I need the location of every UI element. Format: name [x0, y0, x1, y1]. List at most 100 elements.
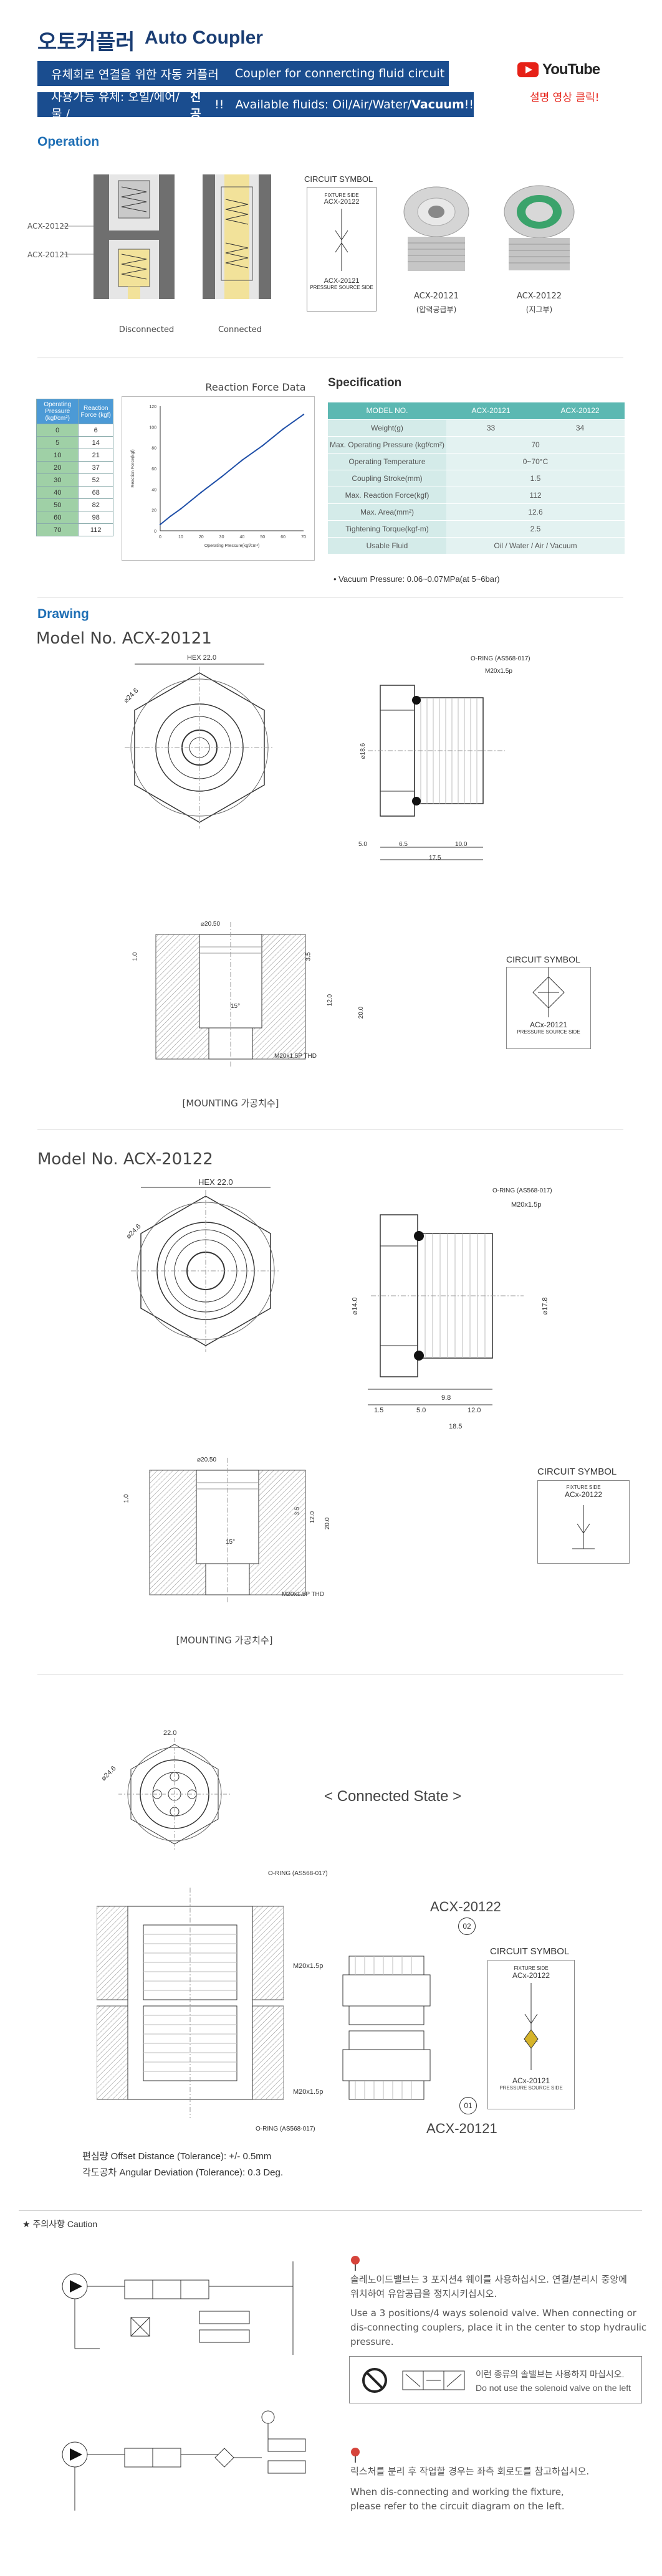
model1-mounting-caption: [MOUNTING 가공치수]: [182, 1098, 279, 1109]
force-table-cell: 10: [36, 449, 79, 462]
force-table-cell: 52: [78, 473, 113, 487]
banner-fluids-vacuum-en: Vacuum: [411, 98, 464, 112]
spec-value-cell: 33: [446, 419, 535, 437]
chart-y-tick-label: 60: [151, 467, 156, 472]
caution-circuit-2: [62, 2410, 306, 2511]
connected-model-top: ACX-20122: [430, 1899, 501, 1914]
chart-y-label: Reaction Force(kgf): [131, 449, 135, 487]
model2-circuit-model: ACx-20122: [564, 1490, 603, 1499]
model2-mount-d12: 12.0: [309, 1511, 317, 1524]
spec-value-cell: 70: [446, 436, 625, 454]
chart-data-point: [170, 515, 171, 517]
force-table-cell: 82: [78, 498, 113, 511]
model2-mounting-view: [149, 1458, 306, 1604]
model1-side-view: [368, 685, 505, 860]
op-circuit-fixture: FIXTURE SIDE: [324, 192, 359, 198]
page-title-en: Auto Coupler: [145, 27, 263, 48]
connected-external-view: [342, 1956, 431, 2100]
spec-value-cell: 12.6: [446, 503, 625, 521]
chart-x-tick-label: 0: [159, 535, 161, 539]
model1-heading: Model No. ACX-20121: [36, 629, 212, 648]
chart-y-tick-label: 80: [151, 447, 156, 451]
model2-d-1-5: 1.5: [374, 1407, 384, 1414]
chart-y-tick-label: 40: [151, 488, 156, 492]
connected-oring-bottom: O-RING (AS568-017): [256, 2126, 315, 2132]
model2-circuit-fixture: FIXTURE SIDE: [566, 1485, 601, 1490]
spec-label-cell: Max. Area(mm²): [328, 503, 446, 521]
banner-fluids-mid: !! Available fluids: Oil/Air/Water/: [211, 98, 412, 112]
model2-mount-d3-5: 3.5: [294, 1506, 301, 1516]
model2-mount-d20: 20.0: [324, 1517, 332, 1530]
model2-circuit-title: CIRCUIT SYMBOL: [537, 1466, 617, 1477]
model1-hex-dim: HEX 22.0: [187, 654, 217, 662]
model2-mount-dia: ⌀20.50: [197, 1457, 217, 1463]
connected-circuit-model-top: ACx-20122: [512, 1971, 550, 1980]
chart-data-point: [282, 428, 284, 430]
spec-table-row: Max. Operating Pressure (kgf/cm²)70: [328, 436, 625, 454]
force-table-cell: 37: [78, 461, 113, 474]
force-table-cell: 40: [36, 486, 79, 499]
prohibited-icon: [362, 2368, 387, 2393]
op-connected-caption: Connected: [218, 325, 262, 335]
model1-mount-thread: M20x1.5P THD: [274, 1053, 317, 1060]
connected-circuit-title: CIRCUIT SYMBOL: [490, 1946, 570, 1957]
model2-mounting-caption: [MOUNTING 가공치수]: [176, 1635, 273, 1646]
caution-text2-en1: When dis-connecting and working the fixt…: [350, 2486, 564, 2498]
youtube-video-link[interactable]: 설명 영상 클릭!: [530, 92, 600, 104]
reaction-force-table: Operating Pressure (kgf/cm²) Reaction Fo…: [36, 399, 113, 536]
force-table-cell: 5: [36, 436, 79, 449]
connected-m20-top: M20x1.5p: [293, 1962, 324, 1970]
caution-text2-en2: please refer to the circuit diagram on t…: [350, 2501, 565, 2512]
chart-x-tick-label: 70: [301, 535, 306, 539]
spec-value-cell: Oil / Water / Air / Vacuum: [446, 537, 625, 554]
caution-text2-ko: 릭스처를 분리 후 작업할 경우는 좌측 회로도를 참고하십시오.: [350, 2466, 590, 2477]
connected-circuit-icon: [524, 1983, 539, 2070]
spec-table: MODEL NO. ACX-20121 ACX-20122 Weight(g)3…: [328, 402, 625, 554]
spec-value-cell: 0~70°C: [446, 453, 625, 470]
banner-purpose: 유체회로 연결을 위한 자동 커플러 Coupler for connercti…: [37, 61, 449, 86]
divider: [19, 2210, 642, 2211]
model1-mount-d20: 20.0: [358, 1006, 365, 1019]
op-circuit-pressure: PRESSURE SOURCE SIDE: [310, 285, 373, 290]
chart-data-point: [302, 414, 305, 416]
model2-m20-label: M20x1.5p: [511, 1201, 542, 1209]
model1-dia-18: ⌀18.6: [360, 743, 367, 759]
chart-data-point: [221, 476, 223, 478]
model2-mount-thread: M20x1.5P THD: [282, 1591, 324, 1598]
model2-side-view: [368, 1214, 524, 1405]
chart-y-tick-label: 100: [149, 425, 156, 430]
drawing-heading: Drawing: [37, 607, 89, 621]
banner-purpose-en: Coupler for connercting fluid circuit: [234, 67, 445, 80]
connected-top-view: [118, 1738, 231, 1850]
operation-illustration: [62, 174, 271, 299]
connected-title: < Connected State >: [324, 1788, 462, 1805]
model1-mount-d3-5: 3.5: [305, 952, 312, 961]
spec-table-row: Tightening Torque(kgf-m)2.5: [328, 520, 625, 538]
caution-text1-en2: dis-connecting couplers, place it in the…: [350, 2322, 647, 2347]
spec-label-cell: Tightening Torque(kgf-m): [328, 520, 446, 538]
banner-fluids-vacuum-ko: 진공: [190, 90, 201, 121]
banner-purpose-ko: 유체회로 연결을 위한 자동 커플러: [51, 67, 219, 82]
youtube-label[interactable]: YouTube: [542, 61, 600, 78]
youtube-link-area[interactable]: YouTube: [517, 61, 600, 78]
model2-heading: Model No. ACX-20122: [37, 1150, 213, 1169]
chart-y-tick-label: 0: [154, 530, 156, 534]
youtube-play-icon[interactable]: [517, 62, 539, 77]
op-disconnected-caption: Disconnected: [118, 325, 175, 335]
chart-data-point: [180, 508, 182, 510]
force-table-cell: 112: [78, 523, 113, 536]
spec-col-header: MODEL NO.: [328, 402, 446, 420]
model1-m20-label: M20x1.5p: [485, 668, 512, 675]
page-title-ko: 오토커플러: [37, 30, 135, 55]
banner-fluids-prefix: 사용가능 유체: 오일/에어/물 /: [51, 90, 180, 121]
spec-heading: Specification: [328, 376, 402, 389]
spec-col-header: ACX-20122: [535, 402, 625, 420]
force-table-cell: 50: [36, 498, 79, 511]
offset-tolerance: 편심량 Offset Distance (Tolerance): +/- 0.5…: [82, 2151, 272, 2162]
